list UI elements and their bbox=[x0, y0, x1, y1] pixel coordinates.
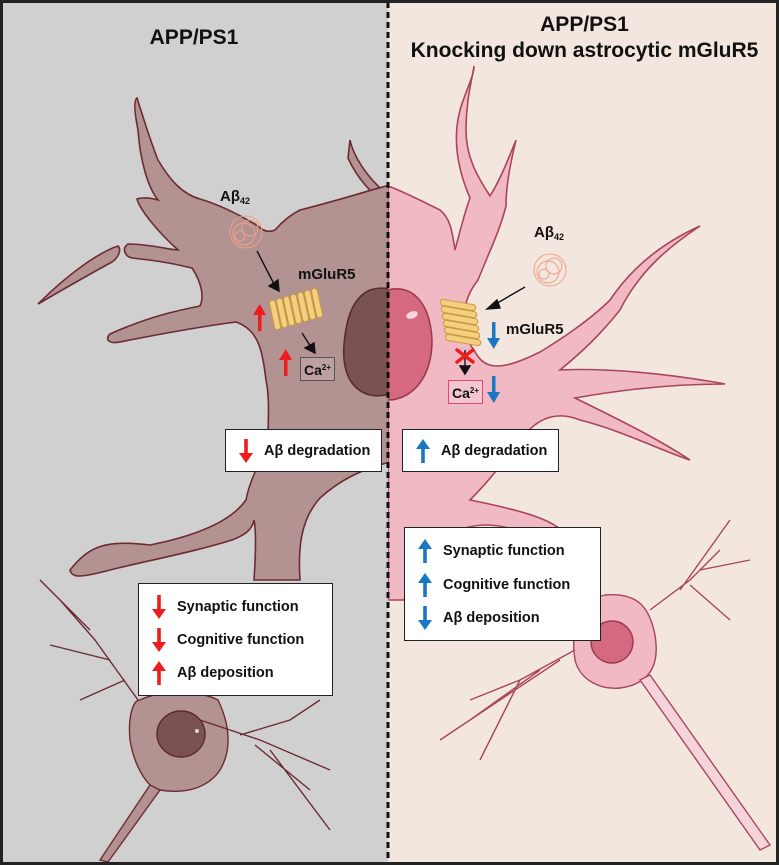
left-abeta-to-receptor-arrow bbox=[256, 250, 280, 293]
right-outcomes-box: Synaptic function Cognitive function Aβ … bbox=[404, 527, 601, 641]
right-receptor-down-arrow bbox=[487, 322, 500, 349]
left-outcomes-box: Synaptic function Cognitive function Aβ … bbox=[138, 583, 333, 696]
left-calcium-box: Ca2+ bbox=[300, 357, 336, 381]
right-outcome-row: Aβ deposition bbox=[405, 603, 600, 633]
left-deposition-text: Aβ deposition bbox=[177, 665, 274, 681]
signal-blocked-x-icon bbox=[455, 348, 475, 364]
right-mglur5-label: mGluR5 bbox=[506, 321, 564, 338]
left-outcome-row: Cognitive function bbox=[139, 625, 332, 655]
right-synaptic-up-arrow-icon bbox=[418, 539, 432, 563]
right-abeta42-label: Aβ42 bbox=[534, 224, 564, 242]
right-calcium-charge: 2+ bbox=[469, 386, 480, 395]
right-neuron bbox=[439, 519, 772, 851]
left-panel-title: APP/PS1 bbox=[149, 26, 239, 49]
left-mglur5-receptor bbox=[269, 287, 323, 331]
right-cognitive-function-text: Cognitive function bbox=[443, 577, 571, 593]
right-abeta-subscript: 42 bbox=[554, 232, 565, 242]
left-synaptic-down-arrow-icon bbox=[152, 595, 166, 619]
right-abeta-text: Aβ bbox=[534, 224, 554, 241]
left-degradation-down-arrow-icon bbox=[239, 439, 253, 463]
right-calcium-text: Ca bbox=[452, 385, 470, 401]
left-abeta-text: Aβ bbox=[220, 188, 240, 205]
left-calcium-up-arrow bbox=[279, 349, 292, 376]
right-abeta-to-receptor-arrow bbox=[485, 286, 526, 310]
right-degradation-box: Aβ degradation bbox=[402, 429, 559, 472]
right-degradation-up-arrow-icon bbox=[416, 439, 430, 463]
right-deposition-down-arrow-icon bbox=[418, 606, 432, 630]
left-mglur5-label: mGluR5 bbox=[298, 266, 356, 283]
right-degradation-text: Aβ degradation bbox=[441, 443, 548, 459]
left-cognitive-down-arrow-icon bbox=[152, 628, 166, 652]
left-receptor-up-arrow bbox=[253, 304, 266, 331]
left-abeta-subscript: 42 bbox=[240, 196, 251, 206]
right-neuron-nucleus bbox=[590, 620, 634, 664]
right-panel-title: APP/PS1 Knocking down astrocytic mGluR5 bbox=[390, 12, 779, 64]
left-calcium-text: Ca bbox=[304, 362, 322, 378]
left-abeta42-label: Aβ42 bbox=[220, 188, 250, 206]
right-cognitive-up-arrow-icon bbox=[418, 573, 432, 597]
left-neuron-nucleus bbox=[156, 710, 206, 758]
left-deposition-up-arrow-icon bbox=[152, 661, 166, 685]
right-synaptic-function-text: Synaptic function bbox=[443, 543, 565, 559]
right-mglur5-receptor bbox=[439, 298, 482, 347]
right-panel-title-line2: Knocking down astrocytic mGluR5 bbox=[410, 39, 759, 62]
left-abeta-aggregate bbox=[229, 215, 263, 249]
left-degradation-box: Aβ degradation bbox=[225, 429, 382, 472]
right-calcium-down-arrow bbox=[487, 376, 500, 403]
left-synaptic-function-text: Synaptic function bbox=[177, 599, 299, 615]
right-calcium-box: Ca2+ bbox=[448, 380, 484, 404]
right-outcome-row: Synaptic function bbox=[405, 536, 600, 566]
right-outcome-row: Cognitive function bbox=[405, 570, 600, 600]
right-panel-title-line1: APP/PS1 bbox=[540, 13, 629, 36]
right-deposition-text: Aβ deposition bbox=[443, 610, 540, 626]
left-degradation-text: Aβ degradation bbox=[264, 443, 371, 459]
right-abeta-aggregate bbox=[533, 253, 567, 287]
left-outcome-row: Synaptic function bbox=[139, 592, 332, 622]
left-cognitive-function-text: Cognitive function bbox=[177, 632, 305, 648]
left-calcium-charge: 2+ bbox=[321, 363, 332, 372]
left-receptor-to-calcium-arrow bbox=[301, 332, 316, 355]
left-neuron bbox=[39, 579, 331, 863]
left-outcome-row: Aβ deposition bbox=[139, 658, 332, 688]
